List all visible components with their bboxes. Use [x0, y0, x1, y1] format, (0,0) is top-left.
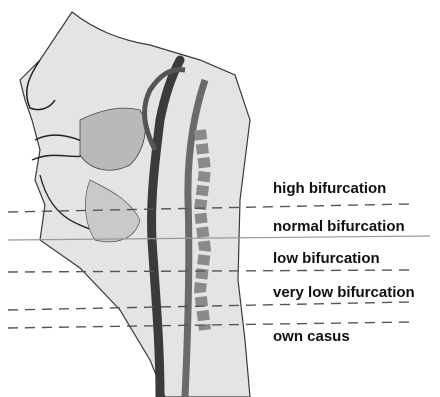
normal-bifurcation-label: normal bifurcation	[273, 218, 405, 235]
cervical-spine	[200, 130, 205, 330]
very-low-bifurcation-label: very low bifurcation	[273, 284, 415, 301]
low-bifurcation-label: low bifurcation	[273, 250, 380, 267]
high-bifurcation-label: high bifurcation	[273, 180, 386, 197]
head-neck-silhouette	[20, 12, 250, 397]
own-casus-label: own casus	[273, 328, 350, 345]
